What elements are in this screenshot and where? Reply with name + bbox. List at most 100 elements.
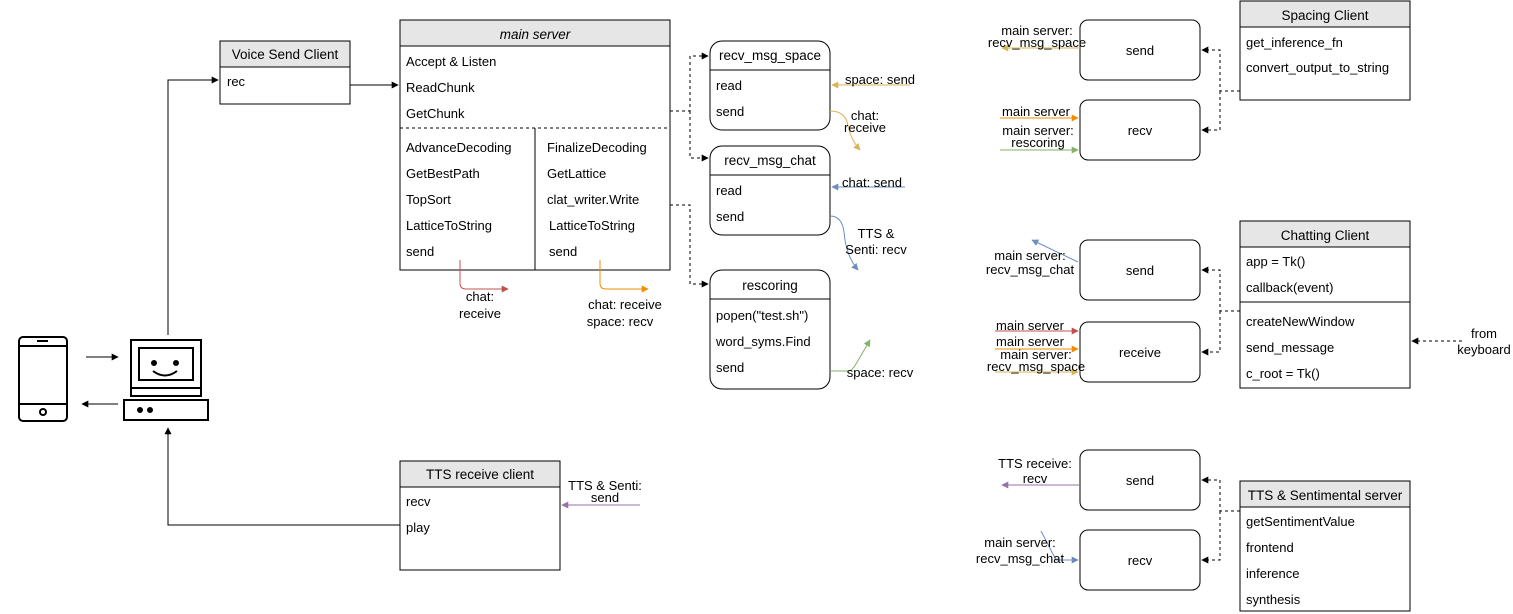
chatting-receive-label: receive [1119,345,1161,360]
tts-senti-recv-arrow [829,215,859,271]
chatting-send-target-label: recv_msg_chat [986,262,1075,277]
chatting-client-title: Chatting Client [1281,228,1370,243]
recv-msg-space-row: send [716,104,744,119]
spacing-client-thread-edge [1201,46,1240,92]
rescoring-space-recv-label: space: recv [847,365,914,380]
tts-sentimental-server-row: inference [1246,566,1299,581]
main-server-top-row: GetChunk [406,106,465,121]
tts-send-box [1079,449,1201,511]
recv-msg-chat-row: read [716,183,742,198]
tts-server-thread-edge [1201,511,1221,564]
tts-receive-client: TTS receive client recv play [399,460,561,571]
chatting-client-row: c_root = Tk() [1246,366,1320,381]
spacing-recv-source-label: rescoring [1011,135,1064,150]
main-server-left-row: TopSort [406,192,451,207]
main-server: main server Accept & Listen ReadChunk Ge… [399,19,671,271]
tts-receive-to-computer-edge [164,427,400,526]
spacing-client-title: Spacing Client [1281,8,1368,23]
tts-server-thread-edge [1201,476,1240,512]
spacing-client-row: get_inference_fn [1246,35,1343,50]
chatting-client-row: callback(event) [1246,280,1333,295]
tts-recv-source-label: recv_msg_chat [976,551,1065,566]
tts-recv-label: recv [1128,553,1153,568]
chatting-client-row: app = Tk() [1246,254,1305,269]
tts-senti-send-label: TTS & Senti: [568,478,642,493]
recv-msg-space-title: recv_msg_space [719,48,821,63]
spacing-recv-box [1079,99,1201,161]
tts-sentimental-server: TTS & Sentimental server getSentimentVal… [1239,480,1411,612]
spacing-send-box [1079,19,1201,81]
main-server-space-recv-arrow [599,260,649,293]
space-send-label: space: send [845,72,915,87]
rms-chat-receive-label: receive [844,120,886,135]
recv-msg-chat-row: send [716,209,744,224]
rescoring-row: popen("test.sh") [716,308,808,323]
chatting-client: Chatting Client app = Tk() callback(even… [1239,220,1411,389]
chatting-send-label: send [1126,263,1154,278]
spacing-client-row: convert_output_to_string [1246,60,1389,75]
spacing-recv-source-label: main server [1002,104,1071,119]
main-server-right-row: LatticeToString [549,218,635,233]
keyboard-input-label: from [1471,326,1497,341]
computer-to-voice-send-edge [167,76,219,335]
spacing-client: Spacing Client get_inference_fn convert_… [1239,0,1411,101]
chatting-receive-source-label: main server: [1000,347,1072,362]
spacing-send-target-label: recv_msg_space [988,35,1086,50]
keyboard-input-label: keyboard [1457,342,1510,357]
main-server-top-row: Accept & Listen [406,54,496,69]
chatting-client-thread-edge [1201,311,1221,356]
main-server-right-row: clat_writer.Write [547,192,639,207]
tts-senti-send-label: send [591,490,619,505]
rescoring-row: send [716,360,744,375]
main-server-left-row: GetBestPath [406,166,480,181]
chatting-client-row: createNewWindow [1246,314,1355,329]
tts-recv-arrow [1040,530,1079,564]
tts-receive-client-title: TTS receive client [426,467,534,482]
tts-receive-client-row: recv [406,494,431,509]
tts-send-target-label: TTS receive: [998,456,1072,471]
tts-sentimental-server-title: TTS & Sentimental server [1248,488,1403,503]
chatting-client-row: send_message [1246,340,1334,355]
spacing-client-thread-edge [1201,91,1221,134]
chatting-receive-source-label: recv_msg_space [987,359,1085,374]
voice-send-client: Voice Send Client rec [219,40,351,105]
computer-icon [123,339,209,421]
chatting-send-target-label: main server: [994,248,1066,263]
recv-msg-chat-box: recv_msg_chat read send [709,145,831,236]
rescoring-space-recv-arrow [830,339,871,372]
tts-recv-source-label: main server: [984,535,1056,550]
tts-recv-box [1079,529,1201,591]
main-server-to-rescoring-edge [670,204,709,288]
tts-send-label: send [1126,473,1154,488]
tts-sentimental-server-row: getSentimentValue [1246,514,1355,529]
tts-sentimental-server-row: frontend [1246,540,1294,555]
chatting-send-arrow [1031,239,1079,263]
tts-send-target-label: recv [1023,471,1048,486]
recv-msg-space-box: recv_msg_space read send [709,40,831,131]
voice-send-client-title: Voice Send Client [232,47,339,62]
rescoring-title: rescoring [742,278,798,293]
rms-chat-receive-arrow [829,110,861,151]
recv-msg-space-row: read [716,78,742,93]
spacing-recv-label: recv [1128,123,1153,138]
chatting-send-box [1079,239,1201,301]
voice-send-client-row: rec [227,74,246,89]
main-server-chat-receive-label: receive [459,306,501,321]
main-server-to-threads-edge [670,52,709,112]
smartphone-icon [18,336,68,422]
main-server-right-row: GetLattice [547,166,606,181]
spacing-recv-source-label: main server: [1002,123,1074,138]
rms-chat-receive-label: chat: [851,108,879,123]
main-server-title: main server [500,27,571,42]
main-server-right-row: FinalizeDecoding [547,140,647,155]
chat-send-label: chat: send [842,175,902,190]
rescoring-row: word_syms.Find [715,334,811,349]
chatting-client-thread-edge [1201,266,1240,312]
main-server-right-row: send [549,244,577,259]
tts-senti-recv-label: TTS & [858,226,895,241]
spacing-send-label: send [1126,43,1154,58]
rescoring-box: rescoring popen("test.sh") word_syms.Fin… [709,269,831,390]
tts-receive-client-row: play [406,520,430,535]
chatting-receive-source-label: main server [996,334,1065,349]
main-server-chat-receive-label-2: chat: receive [588,297,662,312]
